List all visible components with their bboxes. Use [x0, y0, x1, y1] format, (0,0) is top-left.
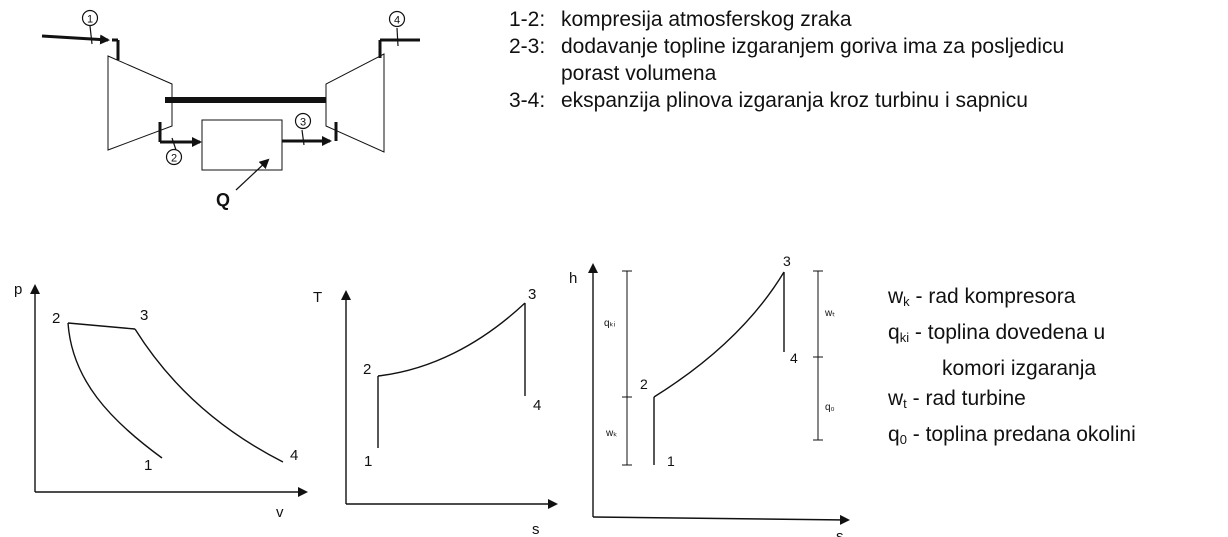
- step-text: ekspanzija plinova izgaranja kroz turbin…: [561, 89, 1028, 112]
- ts-t-axis-label: T: [313, 289, 322, 306]
- ts-point-1: 1: [364, 453, 372, 470]
- pv-point-2: 2: [52, 310, 60, 327]
- pv-p-axis-label: p: [14, 281, 22, 298]
- pv-point-3: 3: [140, 307, 148, 324]
- hs-point-3: 3: [783, 253, 791, 269]
- legend-text: - toplina dovedena u: [909, 321, 1106, 344]
- legend-symbol: w: [888, 285, 904, 308]
- node-3-circle: [294, 112, 312, 130]
- step-text: kompresija atmosferskog zraka: [561, 8, 852, 31]
- node-1-label: 1: [87, 14, 93, 26]
- legend-item-qki: qki - toplina dovedena u: [888, 319, 1136, 355]
- pv-curve-2-3: [67, 322, 136, 330]
- step-3-4: 3-4: ekspanzija plinova izgaranja kroz t…: [509, 87, 1086, 114]
- pv-curve-1-2: [67, 322, 163, 459]
- node-2-label: 2: [171, 153, 177, 165]
- legend-item-q0: q0 - toplina predana okolini: [888, 421, 1136, 457]
- legend-symbol: q: [888, 321, 900, 344]
- step-key: 3-4:: [509, 89, 546, 112]
- heat-label: Q: [216, 190, 230, 210]
- legend-subscript: 0: [899, 432, 907, 447]
- legend-item-wt: wt - rad turbine: [888, 385, 1136, 421]
- hs-point-4: 4: [790, 350, 798, 366]
- hs-h-axis-label: h: [569, 270, 577, 287]
- pv-point-4: 4: [290, 447, 298, 464]
- legend-text: - rad turbine: [906, 387, 1026, 410]
- legend-item-qki-continued: komori izgaranja: [888, 355, 1136, 385]
- pv-diagram: p v 1 2 3 4: [14, 281, 308, 521]
- pv-point-1: 1: [144, 457, 152, 474]
- pv-curve-3-4: [134, 328, 284, 463]
- hs-s-axis-label: s: [836, 528, 844, 537]
- hs-diagram: h s 1 2 3 4 qₖᵢ wₖ wₜ q₀: [569, 253, 850, 537]
- node-4-circle: [388, 10, 406, 28]
- node-1-circle: [81, 9, 99, 27]
- ts-point-3: 3: [528, 286, 536, 303]
- node-3-label: 3: [300, 117, 306, 129]
- step-2-3: 2-3: dodavanje topline izgaranjem goriva…: [509, 33, 1121, 87]
- step-key: 2-3:: [509, 35, 546, 58]
- compressor-body: [107, 55, 173, 151]
- hs-wt-label: wₜ: [824, 308, 835, 319]
- legend-text: komori izgaranja: [942, 357, 1097, 380]
- node-4-label: 4: [394, 15, 400, 27]
- legend-text: - rad kompresora: [909, 285, 1076, 308]
- turbine-body: [325, 53, 385, 153]
- legend-subscript: k: [903, 294, 910, 309]
- intake-arrow: [41, 34, 110, 45]
- hs-wk-label: wₖ: [605, 428, 617, 439]
- hs-point-1: 1: [667, 453, 675, 469]
- step-key: 1-2:: [509, 8, 546, 31]
- legend-subscript: t: [903, 396, 907, 411]
- heat-input-arrow: [235, 158, 270, 191]
- ts-diagram: T s 1 2 3 4: [313, 286, 558, 537]
- hs-point-2: 2: [640, 376, 648, 392]
- legend-symbol: q: [888, 423, 900, 446]
- process-steps: 1-2: kompresija atmosferskog zraka 2-3: …: [509, 6, 1121, 114]
- ts-s-axis-label: s: [532, 521, 540, 537]
- gas-turbine-schematic: 1 2 3 4 Q: [41, 9, 420, 210]
- pv-v-axis-label: v: [276, 504, 284, 521]
- step-text: dodavanje topline izgaranjem goriva ima …: [561, 35, 1065, 85]
- step-1-2: 1-2: kompresija atmosferskog zraka: [509, 6, 1121, 33]
- ts-point-2: 2: [363, 361, 371, 378]
- combustion-chamber: [201, 119, 283, 171]
- legend: wk - rad kompresora qki - toplina dovede…: [888, 283, 1136, 457]
- ts-point-4: 4: [533, 397, 541, 414]
- legend-item-wk: wk - rad kompresora: [888, 283, 1136, 319]
- legend-subscript: ki: [899, 330, 910, 345]
- legend-symbol: w: [888, 387, 904, 410]
- ts-curve-2-3: [377, 302, 526, 377]
- hs-q0-label: q₀: [825, 402, 835, 413]
- legend-text: - toplina predana okolini: [906, 423, 1136, 446]
- hs-qki-label: qₖᵢ: [604, 318, 616, 329]
- hs-curve-2-3: [653, 271, 785, 398]
- hs-s-axis: [592, 514, 850, 525]
- node-2-circle: [165, 148, 183, 166]
